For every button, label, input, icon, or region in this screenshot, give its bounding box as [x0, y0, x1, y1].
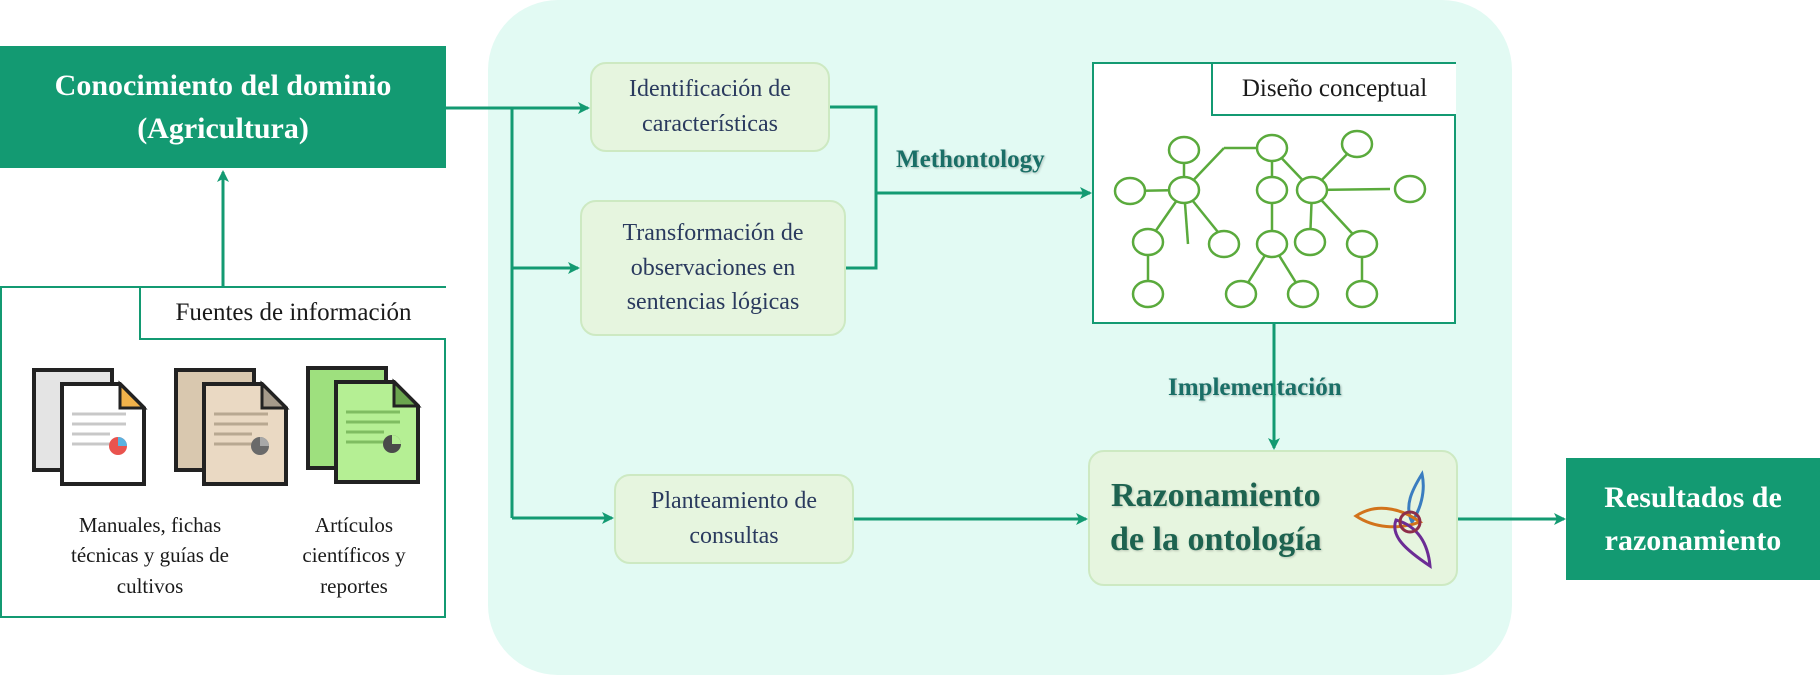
methontology-label: Methontology	[896, 146, 1045, 173]
ontology-graph-icon	[1113, 129, 1427, 309]
domain-line-1: Conocimiento del dominio	[54, 68, 392, 102]
transformation-label: Transformación de observaciones en sente…	[622, 219, 804, 316]
reasoning-title: Razonamiento de la ontología	[1110, 474, 1322, 562]
reasoning-line-2: de la ontología	[1110, 521, 1322, 558]
manual-document-icon	[32, 368, 148, 486]
article-document-icon	[306, 366, 422, 484]
conceptual-design-title: Diseño conceptual	[1211, 64, 1456, 116]
protege-logo-icon	[1353, 470, 1432, 569]
articles-caption: Artículos científicos y reportes	[302, 513, 406, 598]
queries-step: Planteamiento de consultas	[614, 474, 854, 564]
manuals-caption: Manuales, fichas técnicas y guías de cul…	[70, 513, 230, 598]
results-label: Resultados de razonamiento	[1604, 480, 1782, 558]
domain-line-2: (Agricultura)	[137, 112, 309, 145]
transformation-step: Transformación de observaciones en sente…	[580, 200, 846, 336]
manual-document-icon-2	[174, 368, 290, 486]
identification-label: Identificación de características	[629, 76, 791, 137]
reasoning-line-1: Razonamiento	[1110, 476, 1321, 514]
information-sources-title: Fuentes de información	[139, 288, 446, 340]
conceptual-design-box: Diseño conceptual	[1092, 62, 1456, 324]
information-sources-box: Fuentes de información Manuales, fich	[0, 286, 446, 618]
results-box: Resultados de razonamiento	[1566, 458, 1820, 580]
reasoning-box: Razonamiento de la ontología	[1088, 450, 1458, 586]
implementation-label: Implementación	[1168, 374, 1342, 401]
domain-knowledge-box: Conocimiento del dominio (Agricultura)	[0, 46, 446, 168]
queries-label: Planteamiento de consultas	[651, 488, 817, 549]
identification-step: Identificación de características	[590, 62, 830, 152]
